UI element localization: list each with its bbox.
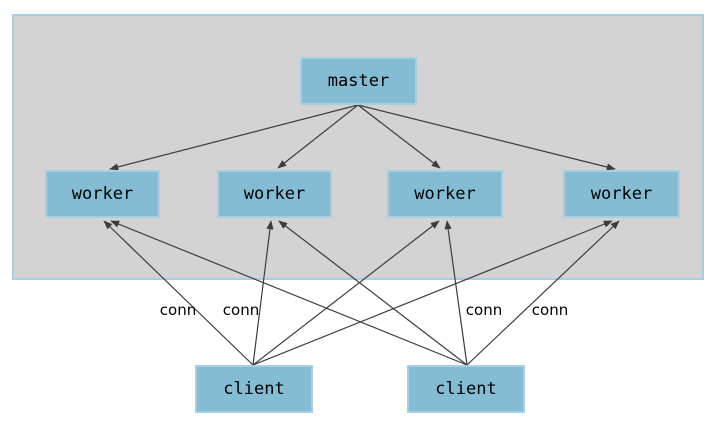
node-client-2: client (407, 365, 525, 413)
node-client-1-label: client (223, 379, 285, 399)
edge-client-1-to-worker-2 (252, 220, 274, 366)
node-worker-2-label: worker (243, 184, 306, 204)
node-worker-4-label: worker (590, 184, 653, 204)
edge-master-to-worker-4 (357, 104, 616, 171)
edge-client-1-to-worker-3 (252, 220, 440, 366)
edge-label-conn-2: conn (222, 301, 260, 319)
node-master-label: master (327, 71, 390, 91)
node-worker-1: worker (45, 170, 160, 218)
node-worker-3: worker (387, 170, 503, 218)
edge-master-to-worker-1 (109, 104, 359, 171)
node-client-2-label: client (435, 379, 497, 399)
edge-client-2-to-worker-3 (444, 220, 468, 366)
edge-label-conn-4: conn (531, 301, 569, 319)
edge-client-1-to-worker-1 (103, 220, 254, 366)
edge-client-2-to-worker-4 (466, 220, 620, 366)
edge-client-2-to-worker-1 (110, 220, 468, 366)
edge-client-2-to-worker-2 (278, 220, 468, 366)
node-worker-1-label: worker (71, 184, 134, 204)
node-worker-2: worker (217, 170, 332, 218)
edge-master-to-worker-2 (277, 104, 359, 169)
edge-label-conn-1: conn (159, 301, 197, 319)
edge-label-conn-3: conn (465, 301, 503, 319)
edge-client-1-to-worker-4 (252, 220, 613, 366)
node-client-1: client (195, 365, 313, 413)
edge-master-to-worker-3 (357, 104, 441, 169)
node-worker-4: worker (563, 170, 680, 218)
node-master: master (300, 57, 417, 105)
node-worker-3-label: worker (414, 184, 476, 204)
